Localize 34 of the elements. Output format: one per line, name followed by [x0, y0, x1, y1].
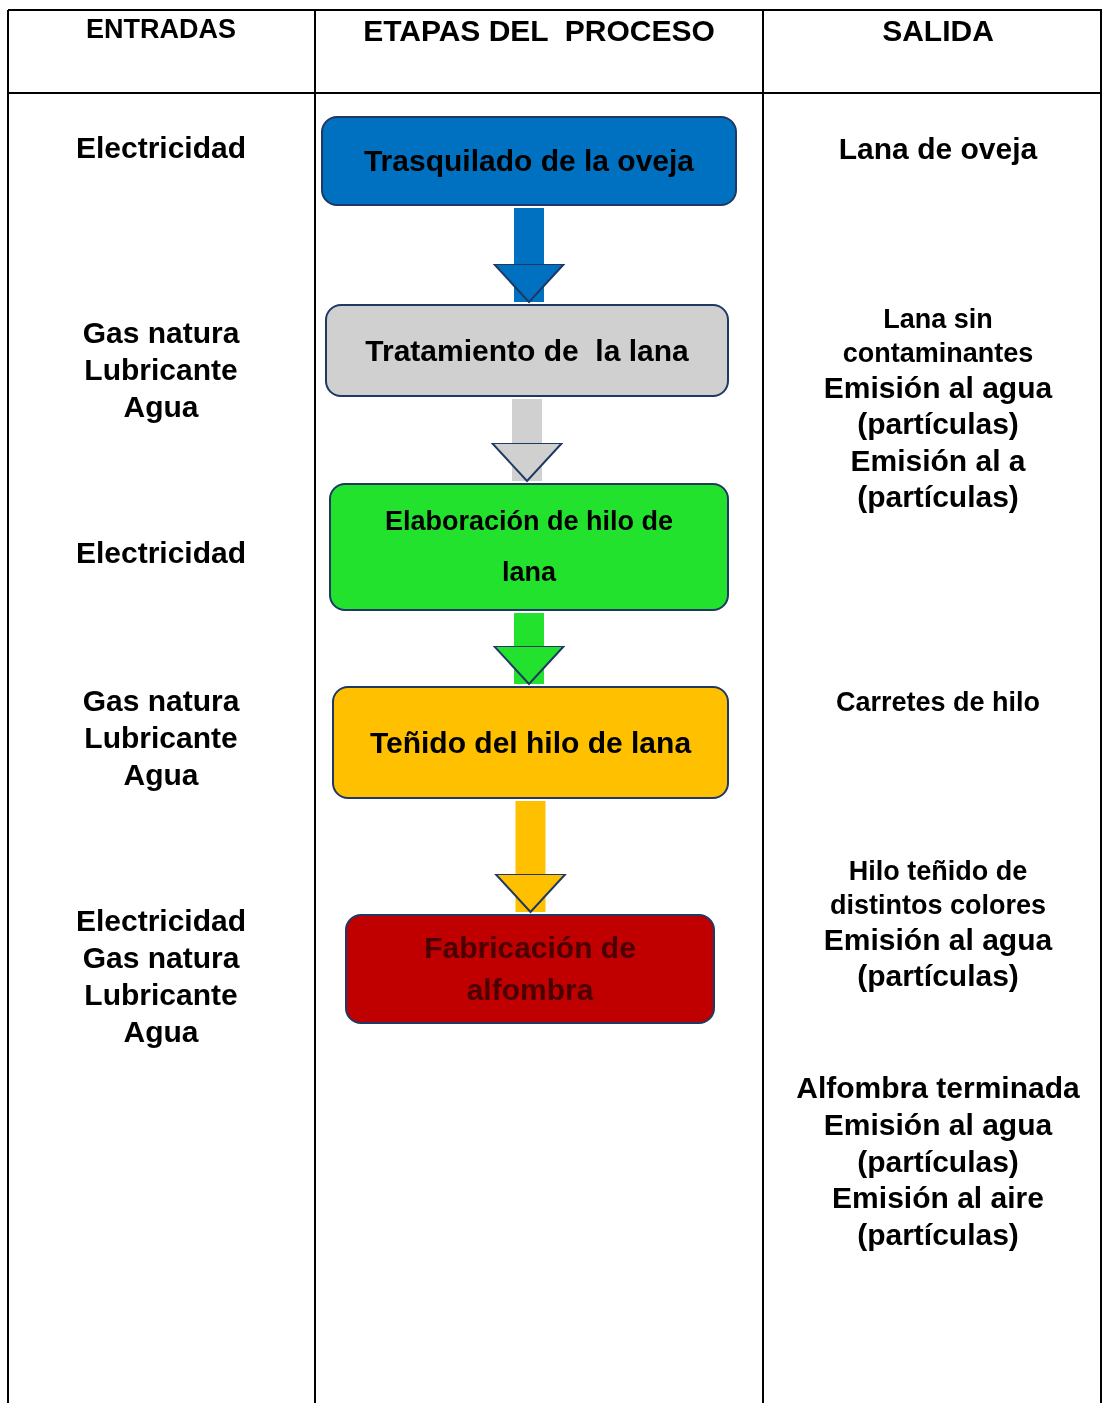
input-text: Gas natura [81, 315, 241, 351]
process-box: Teñido del hilo de lana [332, 686, 729, 799]
block-arrow [494, 801, 567, 913]
block-arrow [491, 399, 563, 482]
output-text: Emisión al agua (partículas) [822, 922, 1054, 994]
input-text: Electricidad [74, 130, 248, 166]
output-text: Emisión al agua (partículas) [822, 1107, 1054, 1180]
column-header: ETAPAS DEL PROCESO [362, 14, 716, 48]
input-text: Electricidad [74, 903, 248, 939]
column-header: ENTRADAS [85, 13, 237, 46]
input-text: Lubricante [83, 352, 239, 388]
input-text: Agua [122, 1014, 200, 1050]
output-text: Lana sin contaminantes [841, 303, 1035, 370]
input-text: Lubricante [83, 977, 239, 1013]
input-text: Agua [122, 757, 200, 793]
input-text: Lubricante [83, 720, 239, 756]
process-box: Tratamiento de la lana [325, 304, 729, 397]
column-header: SALIDA [881, 14, 995, 48]
output-text: Emisión al aire (partículas) [831, 1180, 1045, 1253]
output-text: Alfombra terminada [795, 1070, 1081, 1106]
process-box: Elaboración de hilo de lana [329, 483, 729, 611]
output-text: Emisión al agua (partículas) [822, 370, 1054, 442]
output-text: Emisión al a (partículas) [849, 443, 1027, 515]
output-text: Carretes de hilo [834, 686, 1042, 719]
input-text: Gas natura [81, 683, 241, 719]
process-box: Trasquilado de la oveja [321, 116, 737, 206]
input-text: Agua [122, 389, 200, 425]
process-box: Fabricación de alfombra [345, 914, 715, 1024]
block-arrow [493, 208, 565, 303]
block-arrow [493, 613, 565, 685]
output-text: Lana de oveja [837, 131, 1039, 167]
output-text: Hilo teñido de distintos colores [828, 855, 1047, 922]
input-text: Electricidad [74, 535, 248, 571]
input-text: Gas natura [81, 940, 241, 976]
